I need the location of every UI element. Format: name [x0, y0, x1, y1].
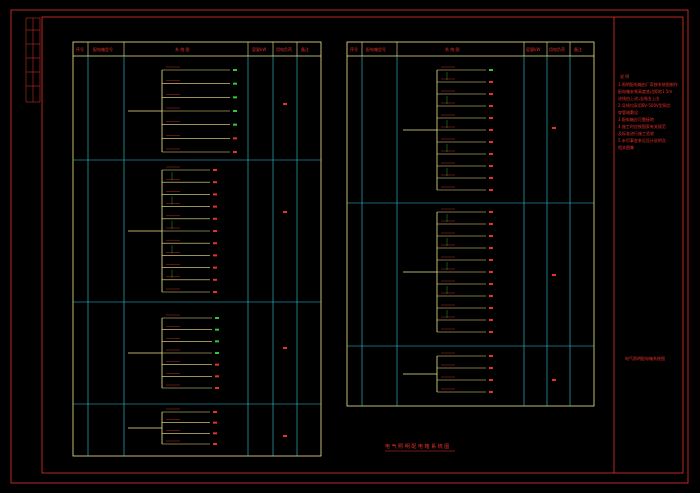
circuit-marker: [233, 110, 237, 112]
circuit-marker: [215, 363, 219, 366]
right-header-capacity: 容量kW: [526, 46, 540, 52]
circuit-marker: [489, 295, 493, 297]
circuit-marker: [233, 82, 237, 85]
circuit-marker: [552, 274, 556, 276]
circuit-marker: [233, 137, 237, 140]
circuit-marker: [213, 193, 217, 196]
left-header-capacity: 容量kW: [252, 46, 266, 52]
circuit-marker: [489, 247, 493, 249]
circuit-marker: [233, 96, 237, 99]
circuit-marker: [489, 211, 493, 213]
circuit-marker: [489, 105, 493, 107]
notes-heading: 说 明: [620, 73, 629, 79]
notes-line: 穿管暗敷设: [618, 109, 638, 115]
notes-line: 4.施工时应按国家有关规范: [618, 123, 666, 129]
circuit-marker: [489, 271, 493, 273]
right-header-diagram: 系 统 图: [445, 46, 460, 52]
circuit-marker: [552, 379, 556, 381]
circuit-marker: [489, 129, 493, 131]
outer-frame: [10, 9, 689, 484]
circuit-marker: [489, 367, 493, 369]
notes-line: 1.照明配电箱由厂家按系统图制作: [618, 81, 678, 87]
circuit-marker: [233, 151, 237, 153]
circuit-marker: [489, 259, 493, 261]
circuit-marker: [489, 177, 493, 179]
circuit-marker: [233, 69, 237, 71]
circuit-marker: [213, 266, 217, 269]
circuit-marker: [489, 283, 493, 285]
circuit-marker: [489, 307, 493, 309]
notes-line: 2.导线均采用BV-500V型铜芯: [618, 102, 671, 108]
right-circuit-diagrams: [403, 66, 556, 393]
notes-block: 1.照明配电箱由厂家按系统图制作 配电箱安装高度底边距地1.5m 进线由上进,出…: [618, 81, 678, 150]
circuit-marker: [215, 317, 219, 319]
circuit-marker: [489, 117, 493, 119]
right-header-remark: 备注: [574, 46, 582, 52]
right-table: 序号 配电箱型号 系 统 图 容量kW 用电负荷 备注: [346, 41, 595, 407]
circuit-marker: [283, 435, 287, 437]
right-header-model: 配电箱型号: [366, 46, 386, 52]
circuit-marker: [489, 331, 493, 333]
circuit-marker: [215, 340, 219, 343]
circuit-marker: [213, 254, 217, 257]
circuit-marker: [489, 355, 493, 357]
circuit-marker: [213, 217, 217, 220]
title-block-drawing-name: 电气照明配电箱系统图: [625, 355, 665, 361]
circuit-marker: [215, 352, 219, 354]
circuit-marker: [489, 223, 493, 225]
circuit-marker: [489, 93, 493, 95]
circuit-marker: [489, 153, 493, 155]
left-circuit-diagrams: [128, 66, 287, 445]
circuit-marker: [552, 127, 556, 129]
notes-line: 及标准进行施工验收: [618, 130, 654, 136]
circuit-marker: [489, 69, 493, 71]
circuit-marker: [213, 181, 217, 184]
left-header-diagram: 系 统 图: [175, 46, 190, 52]
drawing-title: 电 气 照 明 配 电 箱 系 统 图: [385, 443, 449, 450]
circuit-marker: [489, 165, 493, 167]
circuit-marker: [215, 375, 219, 378]
left-header-no: 序号: [76, 46, 84, 52]
circuit-marker: [283, 347, 287, 349]
circuit-marker: [489, 141, 493, 143]
circuit-marker: [213, 443, 217, 445]
circuit-marker: [489, 235, 493, 237]
circuit-marker: [213, 421, 217, 424]
binding-strip: [25, 17, 41, 103]
circuit-marker: [489, 189, 493, 191]
notes-line: 3.配电箱应可靠接地: [618, 116, 654, 122]
notes-line: 配电箱安装高度底边距地1.5m: [618, 88, 672, 94]
right-header-no: 序号: [350, 46, 358, 52]
circuit-marker: [213, 291, 217, 293]
circuit-marker: [213, 278, 217, 281]
notes-line: 相关图集: [618, 144, 634, 150]
circuit-marker: [213, 432, 217, 435]
circuit-marker: [215, 328, 219, 331]
title-block: 说 明 1.照明配电箱由厂家按系统图制作 配电箱安装高度底边距地1.5m 进线由…: [613, 17, 678, 473]
notes-line: 5.未尽事宜参见设计说明及: [618, 137, 666, 143]
left-header-model: 配电箱型号: [93, 46, 113, 52]
circuit-marker: [213, 205, 217, 208]
circuit-marker: [213, 242, 217, 245]
circuit-marker: [489, 319, 493, 321]
circuit-marker: [283, 211, 287, 213]
circuit-marker: [489, 81, 493, 83]
circuit-marker: [213, 411, 217, 413]
circuit-marker: [213, 230, 217, 232]
circuit-marker: [213, 169, 217, 171]
circuit-marker: [489, 379, 493, 381]
left-table: 序号 配电箱型号 系 统 图 容量kW 用电负荷 备注: [72, 41, 322, 457]
circuit-marker: [215, 387, 219, 389]
inner-frame: [41, 16, 684, 474]
right-header-load: 用电负荷: [549, 46, 565, 52]
left-header-remark: 备注: [301, 46, 309, 52]
circuit-marker: [283, 103, 287, 105]
circuit-marker: [489, 391, 493, 393]
circuit-marker: [233, 123, 237, 126]
notes-line: 进线由上进,出线由上出: [618, 95, 659, 101]
left-header-load: 用电负荷: [276, 46, 292, 52]
